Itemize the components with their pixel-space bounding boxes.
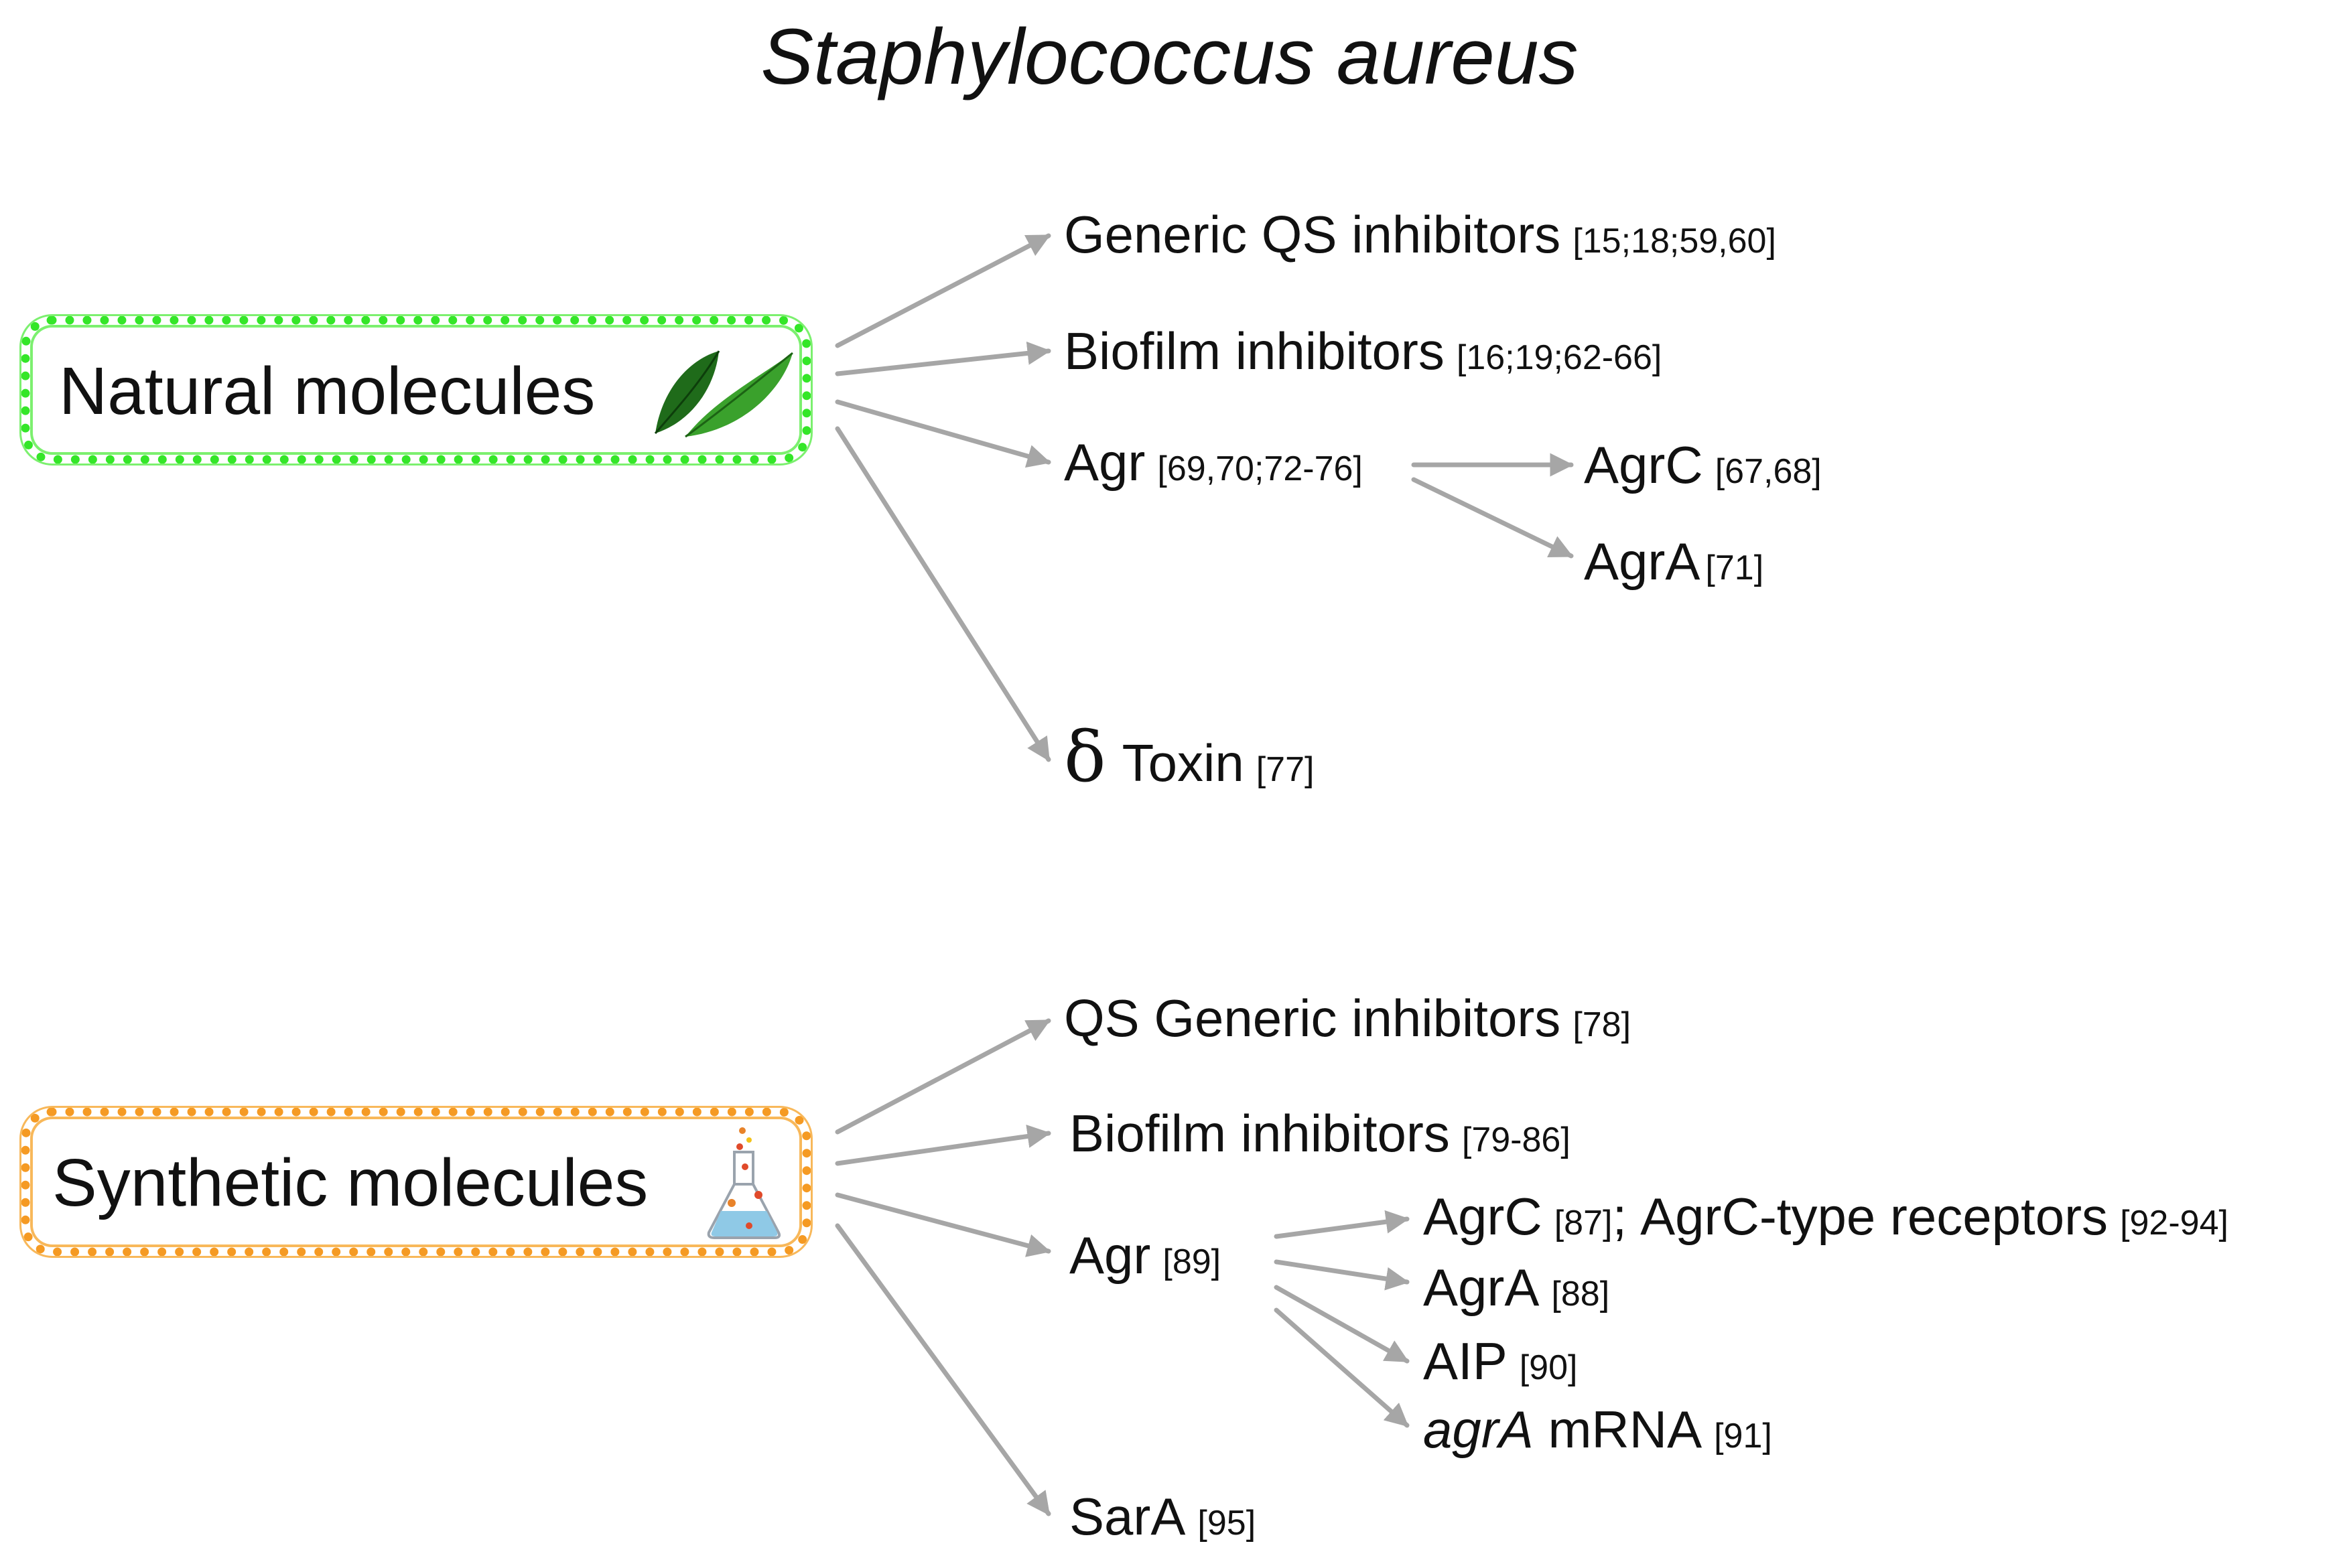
node-ref: [15;18;59,60] — [1573, 222, 1776, 261]
node-ref: [90] — [1519, 1348, 1578, 1387]
arrow-synthetic-to-sara — [835, 1223, 1051, 1516]
node-label: SarA — [1069, 1487, 1186, 1546]
arrow-agr-to-aip — [1274, 1285, 1410, 1364]
node-ref: [16;19;62-66] — [1456, 338, 1662, 377]
synthetic-biofilm-inhibitors: Biofilm inhibitors [79-86] — [1069, 1100, 1571, 1173]
node-label: Agr — [1064, 433, 1146, 492]
natural-agra: AgrA[71] — [1584, 528, 1763, 601]
node-ref: [89] — [1162, 1242, 1221, 1281]
node-ref: [71] — [1705, 549, 1764, 587]
node-ref: [88] — [1551, 1275, 1610, 1313]
node-label: mRNA — [1548, 1400, 1702, 1459]
arrow-agr-to-agrc-2 — [1274, 1210, 1410, 1239]
natural-generic-qs-inhibitors: Generic QS inhibitors [15;18;59,60] — [1064, 201, 1776, 275]
arrow-natural-to-agr — [835, 399, 1051, 468]
delta-symbol: δ — [1064, 716, 1106, 798]
arrow-synthetic-to-agr — [835, 1192, 1051, 1257]
node-ref: [77] — [1256, 750, 1315, 789]
arrow-synthetic-to-generic — [835, 1018, 1051, 1135]
node-ref-2: [92-94] — [2120, 1204, 2228, 1242]
synthetic-sara: SarA [95] — [1069, 1483, 1256, 1557]
synthetic-agra: AgrA [88] — [1423, 1254, 1609, 1328]
node-label: QS Generic inhibitors — [1064, 989, 1561, 1048]
arrow-agr-to-agra-2 — [1274, 1259, 1410, 1291]
node-label: Toxin — [1122, 733, 1244, 792]
flask-icon — [707, 1127, 781, 1239]
synthetic-agr: Agr [89] — [1069, 1222, 1221, 1295]
leaves-icon — [654, 350, 793, 438]
node-ref: [79-86] — [1461, 1121, 1571, 1159]
node-label: AgrA — [1423, 1258, 1540, 1317]
node-label-2: AgrC-type receptors — [1640, 1187, 2109, 1246]
node-label-italic: agrA — [1423, 1400, 1534, 1459]
node-label: AIP — [1423, 1332, 1508, 1391]
node-label: Agr — [1069, 1226, 1151, 1285]
natural-agr: Agr [69,70;72-76] — [1064, 429, 1363, 502]
node-label: Biofilm inhibitors — [1069, 1104, 1450, 1163]
synthetic-qs-generic-inhibitors: QS Generic inhibitors [78] — [1064, 985, 1631, 1058]
node-label: Biofilm inhibitors — [1064, 322, 1445, 380]
node-ref: [78] — [1573, 1005, 1631, 1044]
synthetic-agrc: AgrC [87];AgrC-type receptors [92-94] — [1423, 1183, 2228, 1257]
synthetic-molecules-box — [21, 1108, 811, 1256]
arrow-natural-to-generic — [835, 233, 1051, 348]
node-ref: [95] — [1197, 1504, 1256, 1543]
node-separator: ; — [1612, 1187, 1627, 1246]
natural-biofilm-inhibitors: Biofilm inhibitors [16;19;62-66] — [1064, 317, 1662, 391]
node-ref: [67,68] — [1715, 452, 1822, 491]
synthetic-agra-mrna: agrA mRNA [91] — [1423, 1396, 1772, 1470]
arrow-natural-to-biofilm — [835, 341, 1051, 376]
synthetic-aip: AIP [90] — [1423, 1328, 1577, 1401]
arrow-agr-to-mrna — [1274, 1307, 1410, 1428]
natural-molecules-label: Natural molecules — [59, 354, 596, 429]
arrow-agr-to-agra — [1411, 477, 1574, 559]
node-label: Generic QS inhibitors — [1064, 205, 1561, 264]
node-label: AgrC — [1584, 435, 1703, 494]
diagram-title: Staphylococcus aureus — [760, 13, 1579, 101]
node-ref: [87] — [1554, 1204, 1613, 1242]
node-label: AgrC — [1423, 1187, 1542, 1246]
natural-agrc: AgrC [67,68] — [1584, 431, 1822, 505]
arrow-natural-to-toxin — [835, 426, 1051, 762]
node-label: AgrA — [1584, 532, 1700, 591]
arrow-synthetic-to-biofilm — [835, 1125, 1051, 1166]
node-ref: [69,70;72-76] — [1157, 449, 1363, 488]
synthetic-molecules-label: Synthetic molecules — [52, 1145, 649, 1220]
node-ref: [91] — [1714, 1417, 1772, 1455]
